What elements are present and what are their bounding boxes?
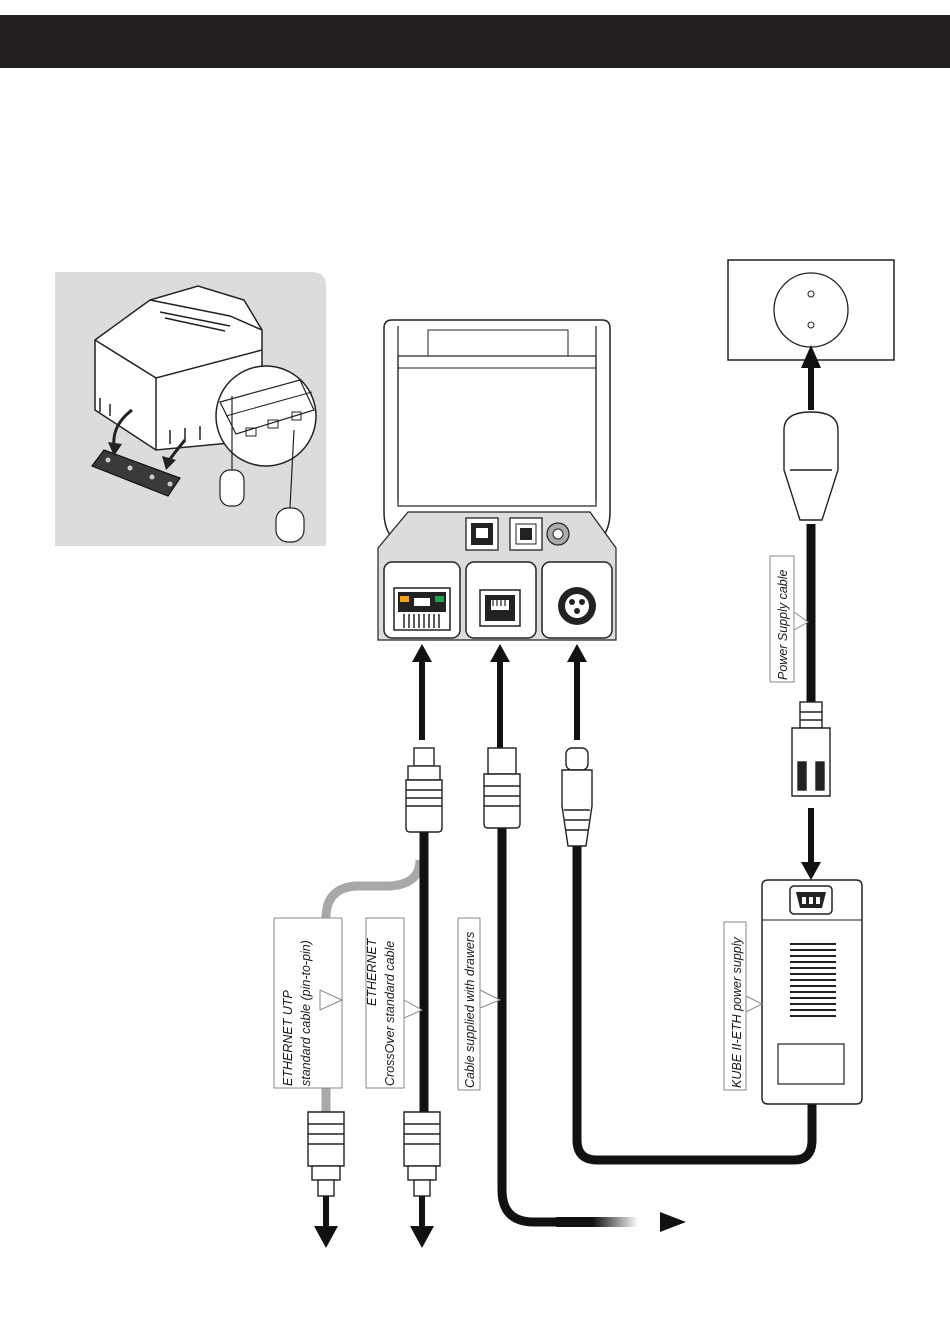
mains-plug-icon [784,412,838,520]
drawer-cable [502,828,638,1227]
label-drawer-cable-text: Cable supplied with drawers [463,932,477,1088]
label-power-supply-unit-text: KUBE II-ETH power supply [730,937,744,1088]
rj45-plug-bottom-icon [308,1112,440,1196]
label-drawer-cable: Cable supplied with drawers [458,918,500,1090]
label-ethernet-crossover-line2: CrossOver standard cable [383,941,397,1086]
printer-rear-view [378,320,616,640]
label-ethernet-crossover: ETHERNET CrossOver standard cable [365,918,422,1088]
magnifier-detail [216,366,316,466]
drawer-plug-icon [484,748,520,828]
drawer-port [466,562,536,638]
label-ethernet-utp-line2: standard cable (pin-to-pin) [299,940,313,1086]
dc-plug-icon [562,748,592,846]
power-supply-unit [762,880,862,1104]
label-power-supply-cable: Power Supply cable [770,556,808,682]
cover-removal-inset [55,272,326,546]
label-power-supply-unit: KUBE II-ETH power supply [724,922,762,1090]
label-power-supply-cable-text: Power Supply cable [776,569,790,680]
label-ethernet-utp: ETHERNET UTP standard cable (pin-to-pin) [274,918,342,1088]
rj45-plug-icon [406,748,442,832]
iec-plug-icon [792,702,830,796]
label-ethernet-crossover-line1: ETHERNET [365,937,379,1006]
power-socket-port [542,562,612,638]
ethernet-port [384,562,460,638]
label-ethernet-utp-line1: ETHERNET UTP [281,990,295,1087]
